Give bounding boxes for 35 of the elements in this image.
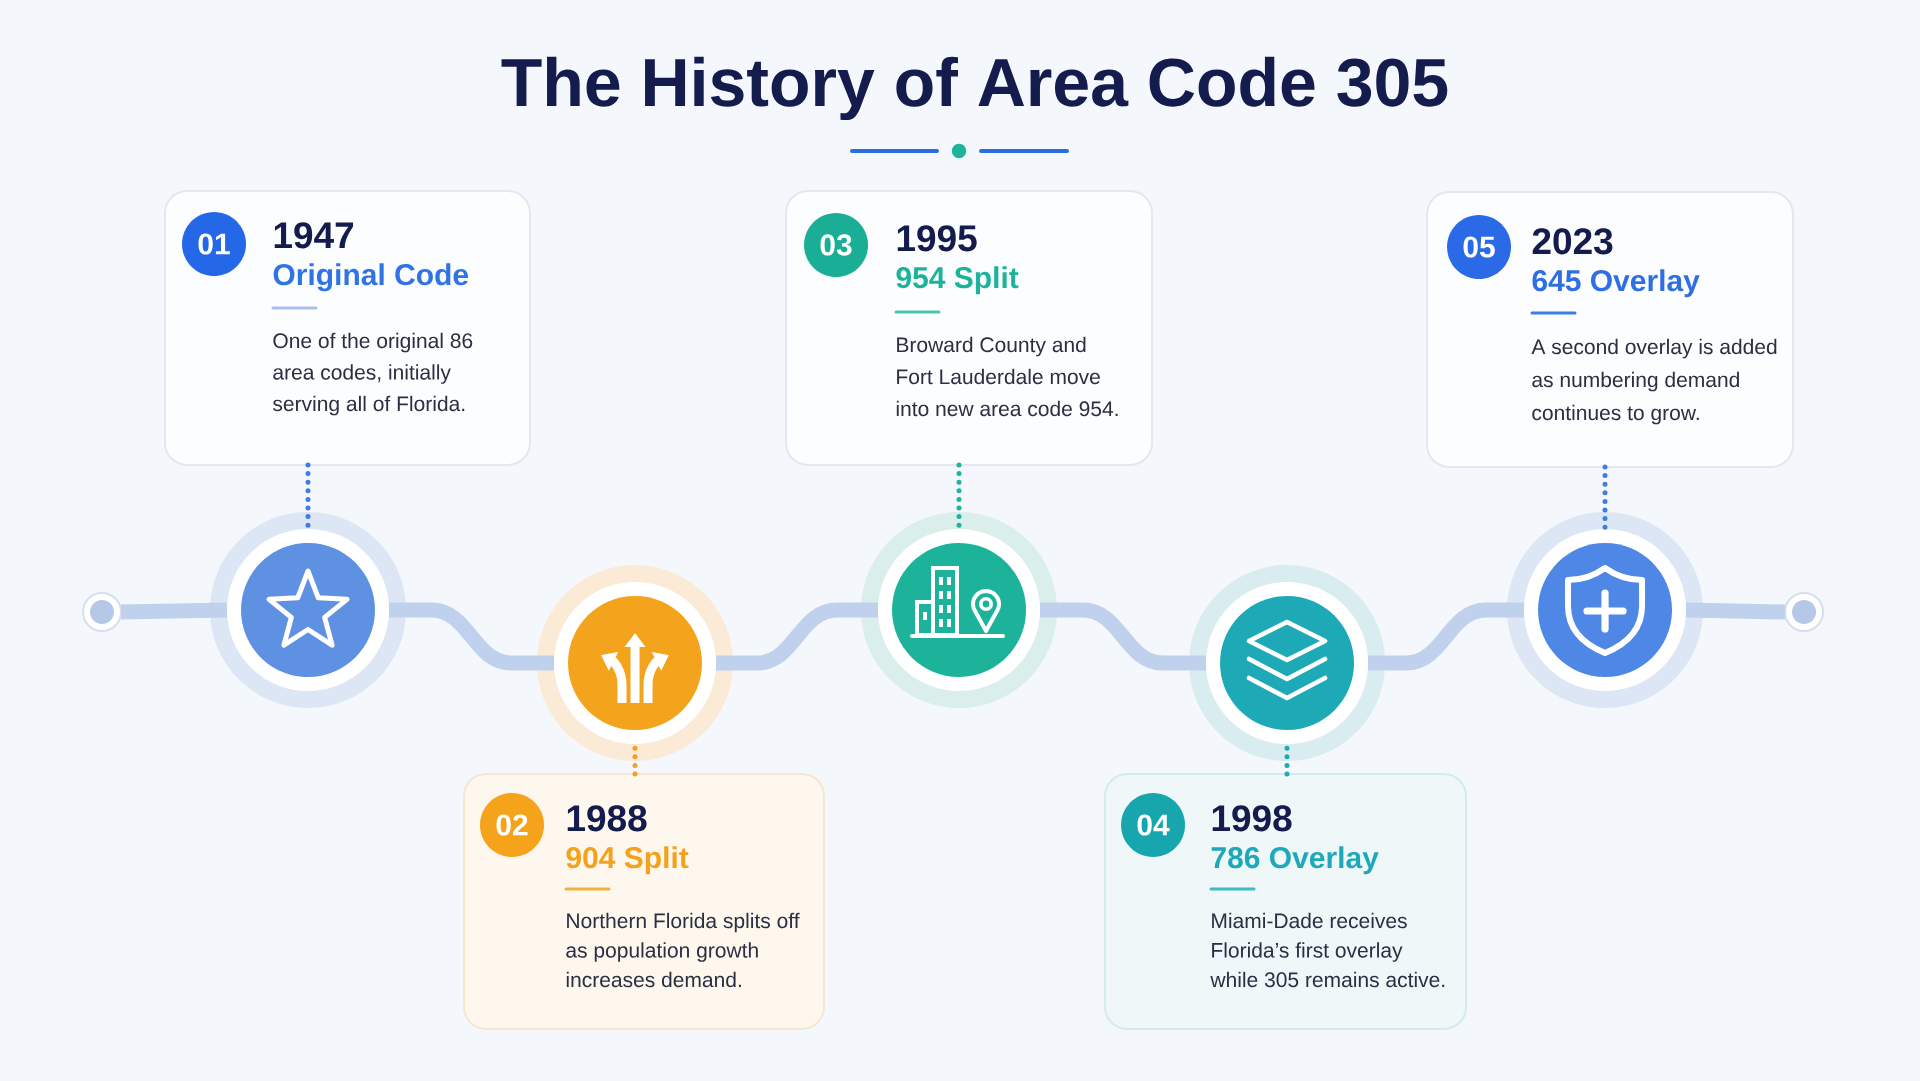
number-badge: 02 — [480, 793, 544, 857]
timeline-path — [716, 602, 878, 671]
number-badge: 04 — [1121, 793, 1185, 857]
event-title: Original Code — [273, 263, 469, 292]
event-description: Miami-Dade receives Florida’s first overlay while 305 remains active. — [1210, 912, 1445, 988]
timeline-path — [120, 602, 228, 620]
number-badge: 05 — [1447, 215, 1511, 279]
event-title: 645 Overlay — [1532, 269, 1700, 298]
dotted-connector — [1602, 464, 1608, 532]
number-badge: 03 — [804, 213, 868, 277]
timeline-circle — [1507, 512, 1703, 708]
timeline-path — [389, 602, 554, 671]
endpoint-dot — [1784, 592, 1825, 632]
event-title: 786 Overlay — [1211, 846, 1379, 875]
timeline-path — [1040, 602, 1206, 671]
timeline-circle — [210, 512, 406, 708]
event-title: 954 Split — [896, 266, 1019, 295]
event-description: Northern Florida splits off as population growth increases demand. — [566, 912, 800, 988]
endpoint-dot — [82, 592, 122, 632]
timeline-circle — [537, 565, 733, 761]
event-description: One of the original 86 area codes, initially serving all of Florida. — [273, 332, 473, 416]
timeline-circle — [861, 512, 1057, 708]
timeline-path — [1368, 602, 1525, 671]
year: 1995 — [897, 225, 977, 252]
timeline-circle — [1189, 565, 1385, 761]
year: 1947 — [274, 222, 354, 249]
event-description: A second overlay is added as numbering demand continues to grow. — [1531, 338, 1777, 425]
year: 2023 — [1532, 228, 1613, 255]
year: 1988 — [567, 805, 647, 832]
event-description: Broward County and Fort Lauderdale move into new area code 954. — [896, 336, 1118, 417]
event-title: 904 Split — [566, 846, 689, 875]
timeline-path — [1685, 602, 1786, 620]
number-badge: 01 — [182, 212, 246, 276]
title: The History of Area Code 305 — [501, 56, 1448, 121]
year: 1998 — [1212, 805, 1292, 832]
